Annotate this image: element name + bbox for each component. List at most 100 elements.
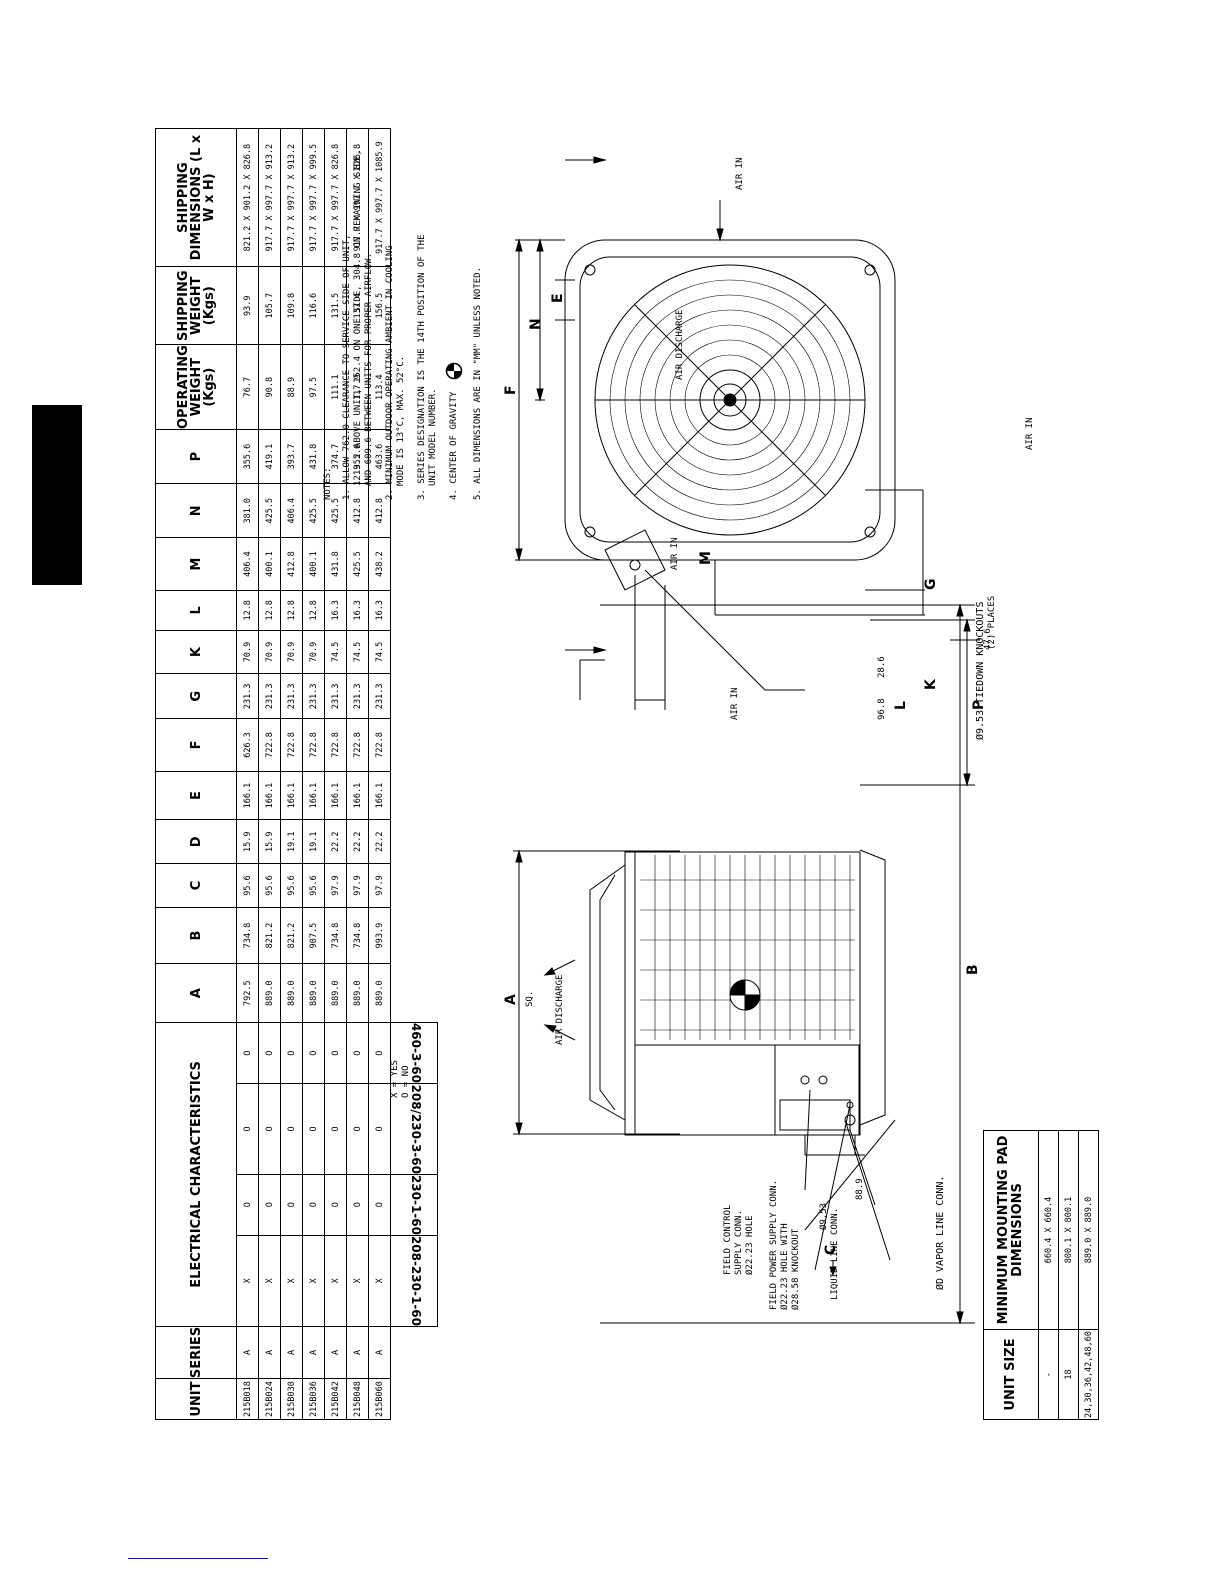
header-operating-weight: OPERATING WEIGHT (Kgs) bbox=[155, 344, 237, 430]
table-cell-ship: 109.8 bbox=[280, 266, 303, 345]
table-cell-d: 15.9 bbox=[258, 819, 281, 864]
table-cell-f: 722.8 bbox=[368, 718, 391, 772]
table-cell-series: A bbox=[236, 1326, 259, 1379]
table-cell-f: 722.8 bbox=[280, 718, 303, 772]
dim-889-label: 88.9 bbox=[855, 1178, 865, 1200]
table-cell-p: 431.8 bbox=[302, 429, 325, 484]
table-cell-g: 231.3 bbox=[346, 673, 369, 719]
table-cell-d: 15.9 bbox=[236, 819, 259, 864]
table-cell-series: A bbox=[368, 1326, 391, 1379]
table-cell-e2: O bbox=[280, 1174, 303, 1236]
dim-g-label: G bbox=[923, 579, 939, 590]
table-cell-e2: O bbox=[302, 1174, 325, 1236]
table-cell-e1: X bbox=[324, 1235, 347, 1327]
table-cell-op: 88.9 bbox=[280, 344, 303, 430]
table-cell-e: 166.1 bbox=[258, 771, 281, 820]
field-control-label-1: FIELD CONTROL bbox=[723, 1204, 733, 1275]
table-cell-e2: O bbox=[368, 1174, 391, 1236]
top-air-discharge-label: AIR DISCHARGE bbox=[675, 309, 685, 380]
table-cell-g: 231.3 bbox=[302, 673, 325, 719]
pad-size: - bbox=[1038, 1329, 1059, 1420]
header-shipping-dimensions: SHIPPING DIMENSIONS (L x W x H) bbox=[155, 128, 237, 267]
table-cell-e4: O bbox=[324, 1022, 347, 1084]
air-in-label-left: AIR IN bbox=[730, 687, 740, 720]
liquid-line-label-2: LIQUID LINE CONN. bbox=[830, 1207, 840, 1300]
table-cell-p: 355.6 bbox=[236, 429, 259, 484]
table-cell-b: 734.8 bbox=[236, 907, 259, 964]
table-cell-e1: X bbox=[368, 1235, 391, 1327]
table-cell-k: 74.5 bbox=[368, 630, 391, 674]
table-cell-c: 95.6 bbox=[302, 863, 325, 908]
header-k: K bbox=[155, 630, 237, 674]
table-cell-series: A bbox=[258, 1326, 281, 1379]
table-cell-unit: 215B060 bbox=[368, 1378, 391, 1420]
bottom-rule bbox=[128, 1558, 268, 1559]
table-cell-p: 419.1 bbox=[258, 429, 281, 484]
table-cell-f: 626.3 bbox=[236, 718, 259, 772]
table-cell-e: 166.1 bbox=[302, 771, 325, 820]
table-cell-dims: 917.7 X 997.7 X 999.5 bbox=[302, 128, 325, 267]
table-cell-c: 97.9 bbox=[346, 863, 369, 908]
header-d: D bbox=[155, 819, 237, 864]
dim-m-label: M bbox=[698, 551, 714, 565]
note-2b: MODE IS 13°C, MAX. 52°C. bbox=[396, 355, 406, 486]
dim-a-label: A bbox=[503, 994, 519, 1005]
center-of-gravity-icon bbox=[445, 362, 463, 380]
table-cell-n: 425.5 bbox=[302, 483, 325, 538]
table-cell-b: 734.8 bbox=[324, 907, 347, 964]
table-cell-d: 22.2 bbox=[324, 819, 347, 864]
header-shipping-weight: SHIPPING WEIGHT (Kgs) bbox=[155, 266, 237, 345]
elec-label-row: 208-230-1-60 230-1-60 208/230-3-60 460-3… bbox=[390, 129, 438, 1420]
table-cell-e4: O bbox=[258, 1022, 281, 1084]
table-cell-unit: 215B018 bbox=[236, 1378, 259, 1420]
table-cell-e4: O bbox=[280, 1022, 303, 1084]
table-cell-series: A bbox=[280, 1326, 303, 1379]
table-cell-g: 231.3 bbox=[368, 673, 391, 719]
field-power-label-3: Ø28.58 KNOCKOUT bbox=[791, 1228, 801, 1310]
table-cell-a: 792.5 bbox=[236, 963, 259, 1023]
elec-col-1: 208-230-1-60 bbox=[390, 1235, 438, 1327]
table-cell-c: 95.6 bbox=[280, 863, 303, 908]
pad-header-dimensions: MINIMUM MOUNTING PAD DIMENSIONS bbox=[983, 1130, 1039, 1330]
table-cell-f: 722.8 bbox=[302, 718, 325, 772]
note-1c: AND 609.6 BETWEEN UNITS FOR PROPER AIRFL… bbox=[364, 253, 374, 486]
spec-header-row: UNIT SERIES ELECTRICAL CHARACTERISTICS A… bbox=[155, 128, 237, 1420]
table-cell-m: 425.5 bbox=[346, 537, 369, 591]
table-cell-e2: O bbox=[324, 1174, 347, 1236]
table-cell-d: 19.1 bbox=[302, 819, 325, 864]
field-power-label-1: FIELD POWER SUPPLY CONN. bbox=[769, 1179, 779, 1310]
note-1a: 1. ALLOW 762.0 CLEARANCE TO SERVICE SIDE… bbox=[342, 234, 352, 500]
dim-e-label: E bbox=[550, 293, 566, 303]
table-cell-unit: 215B036 bbox=[302, 1378, 325, 1420]
table-cell-l: 12.8 bbox=[280, 590, 303, 631]
table-cell-e4: O bbox=[302, 1022, 325, 1084]
table-cell-ship: 105.7 bbox=[258, 266, 281, 345]
note-5: 5. ALL DIMENSIONS ARE IN "MM" UNLESS NOT… bbox=[473, 267, 483, 500]
table-cell-e3: O bbox=[324, 1083, 347, 1175]
table-cell-a: 889.0 bbox=[280, 963, 303, 1023]
table-cell-c: 95.6 bbox=[236, 863, 259, 908]
table-cell-e: 166.1 bbox=[236, 771, 259, 820]
table-cell-series: A bbox=[324, 1326, 347, 1379]
field-power-label-2: Ø22.23 HOLE WITH bbox=[780, 1223, 790, 1310]
note-3a: 3. SERIES DESIGNATION IS THE 14TH POSITI… bbox=[417, 234, 427, 500]
table-cell-k: 70.9 bbox=[236, 630, 259, 674]
pad-dims: 660.4 X 660.4 bbox=[1038, 1130, 1059, 1330]
table-cell-k: 74.5 bbox=[324, 630, 347, 674]
table-cell-f: 722.8 bbox=[346, 718, 369, 772]
rotated-drawing-sheet: UNIT SERIES ELECTRICAL CHARACTERISTICS A… bbox=[155, 125, 1099, 1420]
note-3b: UNIT MODEL NUMBER. bbox=[428, 388, 438, 486]
header-unit: UNIT bbox=[155, 1378, 237, 1420]
dim-b-label: B bbox=[965, 964, 981, 975]
dim-a-sq: SQ. bbox=[525, 990, 535, 1007]
header-p: P bbox=[155, 429, 237, 484]
tiedown-label-1: Ø9.53 TIEDOWN KNOCKOUTS bbox=[975, 601, 986, 740]
table-cell-e2: O bbox=[258, 1174, 281, 1236]
table-cell-series: A bbox=[346, 1326, 369, 1379]
table-cell-n: 406.4 bbox=[280, 483, 303, 538]
header-electrical: ELECTRICAL CHARACTERISTICS bbox=[155, 1022, 237, 1327]
note-4: 4. CENTER OF GRAVITY bbox=[449, 391, 459, 500]
table-cell-a: 889.0 bbox=[324, 963, 347, 1023]
pad-size: 24,30,36,42,48,60 bbox=[1078, 1329, 1099, 1420]
header-l: L bbox=[155, 590, 237, 631]
